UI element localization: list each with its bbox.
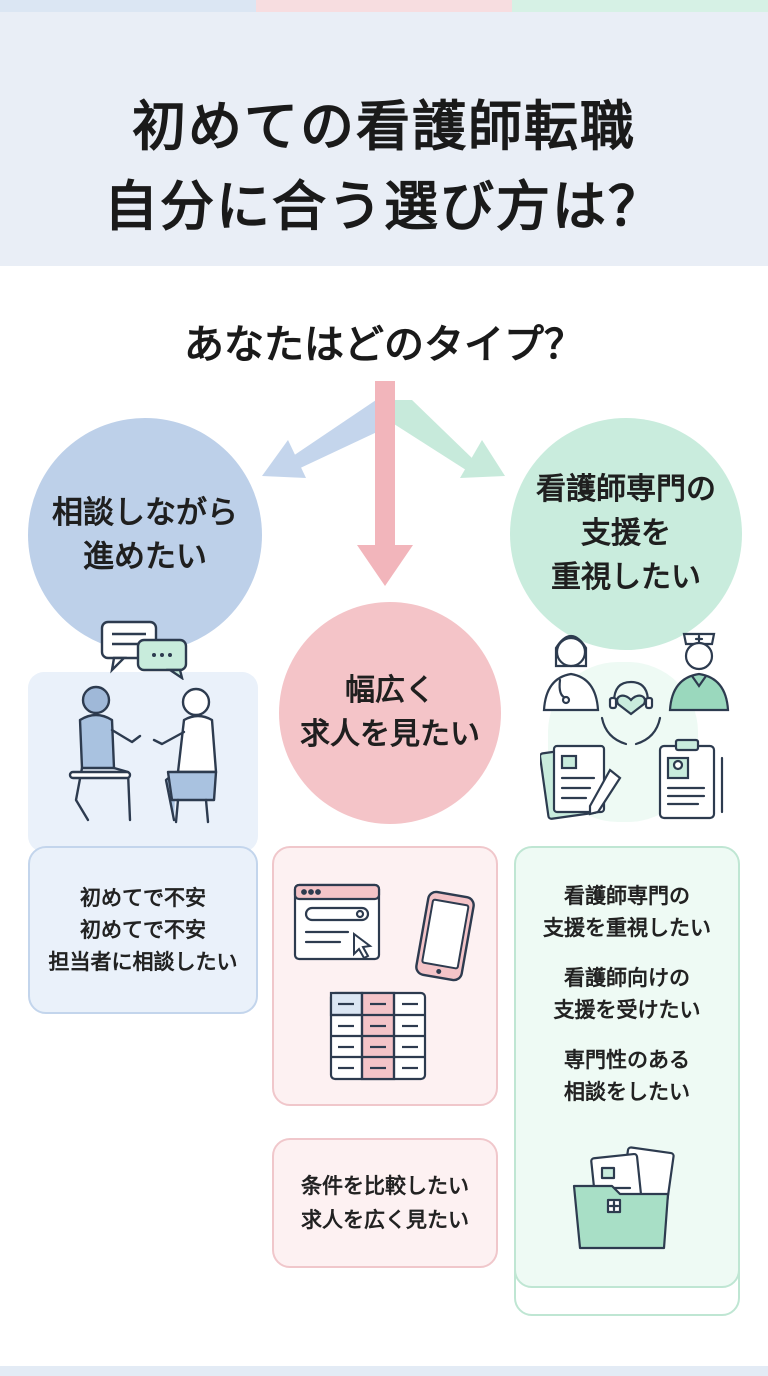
consult-description-box: 初めてで不安 初めてで不安 担当者に相談したい xyxy=(28,846,258,1014)
top-color-strip xyxy=(0,0,768,12)
type-circle-consult-line2: 進めたい xyxy=(83,539,207,575)
nurse-description-1-line2: 支援を重視したい xyxy=(543,916,711,940)
type-question: あなたはどのタイプ？ xyxy=(184,322,584,368)
broad-description-line1: 条件を比較したい xyxy=(301,1174,469,1198)
page-title-line1: 初めての看護師転職 xyxy=(132,95,636,158)
nurse-support-description-box: 看護師専門の 支援を重視したい 看護師向けの 支援を受けたい 専門性のある 相談… xyxy=(514,846,740,1288)
nurse-description-3-line1: 専門性のある xyxy=(564,1048,690,1072)
arrow-right-icon xyxy=(394,400,505,478)
type-circle-broad-line2: 求人を見たい xyxy=(300,717,480,752)
header-banner: 初めての看護師転職 自分に合う選び方は？ xyxy=(0,12,768,266)
heart-headset-hands-icon xyxy=(600,680,662,746)
clipboard-profile-icon xyxy=(658,738,724,820)
nurse-description-group-2: 看護師向けの 支援を受けたい xyxy=(554,962,701,1026)
nurse-description-group-3: 専門性のある 相談をしたい xyxy=(564,1044,690,1108)
consult-illustration-panel xyxy=(28,672,258,852)
type-circle-consult[interactable]: 相談しながら 進めたい xyxy=(28,418,262,652)
speech-bubbles-icon xyxy=(100,620,188,680)
two-people-talking-icon xyxy=(68,685,218,824)
type-circle-nurse-support[interactable]: 看護師専門の 支援を 重視したい xyxy=(510,418,742,650)
consult-description-line2: 初めてで不安 xyxy=(80,918,206,942)
nurse-icon xyxy=(542,634,600,712)
nurse-description-3-line2: 相談をしたい xyxy=(564,1080,690,1104)
bottom-color-strip xyxy=(0,1366,768,1376)
page-title-line2: 自分に合う選び方は？ xyxy=(104,175,664,238)
consult-description-line3: 担当者に相談したい xyxy=(48,950,238,974)
type-circle-broad-line1: 幅広く xyxy=(345,673,435,708)
consult-description-line1: 初めてで不安 xyxy=(80,886,206,910)
nurse-description-1-line1: 看護師専門の xyxy=(564,884,690,908)
nurse-with-cap-icon xyxy=(668,632,730,712)
strip-pink xyxy=(256,0,512,12)
broad-search-description-box: 条件を比較したい 求人を広く見たい xyxy=(272,1138,498,1268)
arrow-center-icon xyxy=(357,381,413,586)
type-circle-nurse-line1: 看護師専門の xyxy=(536,472,716,507)
type-circle-nurse-line3: 重視したい xyxy=(551,560,701,595)
documents-icon xyxy=(540,744,622,820)
comparison-table-icon xyxy=(329,991,427,1081)
strip-blue xyxy=(0,0,256,12)
type-circle-consult-line1: 相談しながら xyxy=(52,495,238,531)
strip-mint xyxy=(512,0,768,12)
smartphone-icon xyxy=(415,890,475,982)
nurse-description-2-line2: 支援を受けたい xyxy=(553,998,701,1022)
branch-arrows xyxy=(262,381,505,586)
broad-description-line2: 求人を広く見たい xyxy=(301,1208,469,1232)
nurse-description-2-line1: 看護師向けの xyxy=(564,966,690,990)
folder-documents-icon xyxy=(572,1146,675,1250)
arrow-left-icon xyxy=(262,400,394,478)
type-circle-broad-search[interactable]: 幅広く 求人を見たい xyxy=(279,602,501,824)
nurse-description-group-1: 看護師専門の 支援を重視したい xyxy=(543,880,711,944)
browser-search-icon xyxy=(293,883,381,961)
type-circle-nurse-line2: 支援を xyxy=(581,516,671,551)
